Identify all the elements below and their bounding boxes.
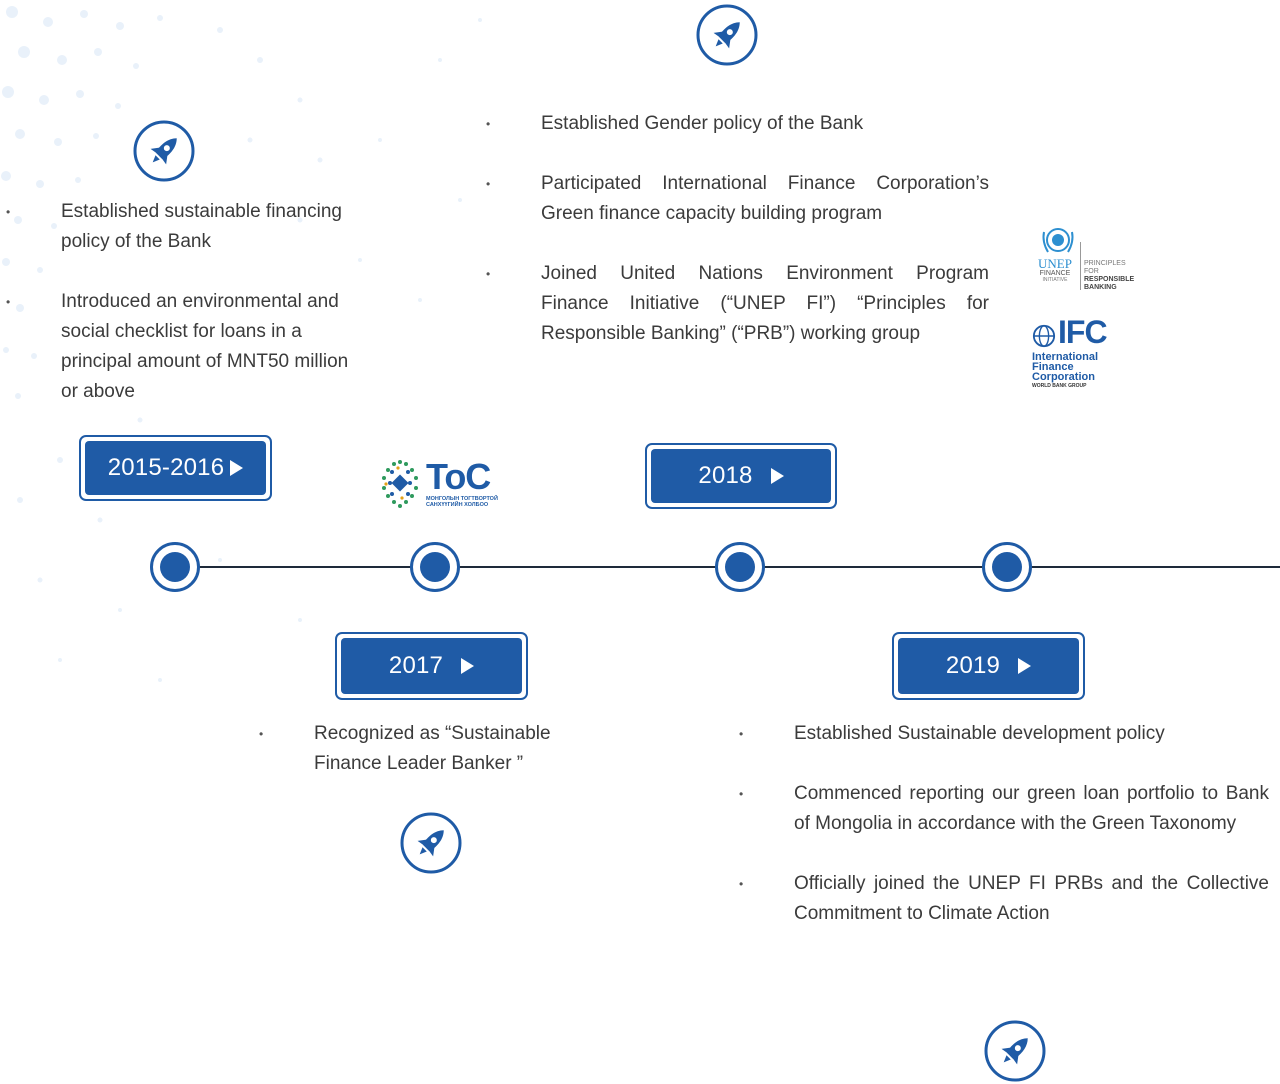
timeline-node-icon: [410, 542, 460, 592]
milestones-2015-2016: Established sustainable financing policy…: [6, 197, 351, 407]
toc-subtitle: МОНГОЛЫН ТОГТВОРТОЙ САНХҮҮГИЙН ХОЛБОО: [426, 496, 498, 508]
prb-line: BANKING: [1084, 284, 1117, 291]
list-item: Joined United Nations Environment Progra…: [486, 259, 989, 349]
timeline-node-icon: [715, 542, 765, 592]
milestones-2017: Recognized as “Sustainable Finance Leade…: [259, 719, 579, 779]
play-triangle-icon: [1018, 658, 1032, 674]
year-label-2019: 2019: [892, 632, 1085, 700]
prb-line: RESPONSIBLE: [1084, 276, 1135, 283]
list-item: Recognized as “Sustainable Finance Leade…: [259, 719, 579, 779]
year-text: 2018: [698, 462, 753, 489]
rocket-icon: [984, 1020, 1046, 1082]
logo-divider: [1080, 242, 1081, 290]
list-item: Established sustainable financing policy…: [6, 197, 351, 257]
toc-emblem-icon: [382, 460, 418, 508]
list-item: Established Gender policy of the Bank: [486, 109, 989, 139]
unep-text: UNEP FINANCE INITIATIVE: [1032, 256, 1078, 283]
prb-line: PRINCIPLES FOR: [1084, 260, 1126, 275]
globe-icon: [1032, 324, 1056, 348]
toc-wordmark: ToC: [426, 456, 491, 497]
list-item: Participated International Finance Corpo…: [486, 169, 989, 229]
rocket-icon: [400, 812, 462, 874]
timeline-node-icon: [982, 542, 1032, 592]
year-label-2018: 2018: [645, 443, 837, 509]
rocket-icon: [696, 4, 758, 66]
unep-fi-prb-logo: UNEP FINANCE INITIATIVE PRINCIPLES FOR R…: [1032, 222, 1134, 292]
play-triangle-icon: [770, 468, 784, 484]
play-triangle-icon: [461, 658, 475, 674]
toc-logo: ToC МОНГОЛЫН ТОГТВОРТОЙ САНХҮҮГИЙН ХОЛБО…: [376, 456, 502, 514]
ifc-logo: IFC International Finance Corporation WO…: [1030, 314, 1120, 402]
ifc-line: WORLD BANK GROUP: [1032, 383, 1087, 389]
toc-subtitle-line: САНХҮҮГИЙН ХОЛБОО: [426, 502, 489, 508]
year-text: 2019: [945, 652, 1001, 679]
ifc-wordmark: IFC: [1058, 314, 1108, 350]
list-item: Introduced an environmental and social c…: [6, 287, 351, 407]
ifc-line: Corporation: [1032, 371, 1095, 383]
list-item: Officially joined the UNEP FI PRBs and t…: [739, 869, 1269, 929]
milestones-2018: Established Gender policy of the Bank Pa…: [486, 109, 989, 349]
play-triangle-icon: [230, 460, 244, 476]
unep-line: UNEP: [1038, 256, 1072, 271]
year-text: 2017: [388, 652, 444, 679]
list-item: Commenced reporting our green loan portf…: [739, 779, 1269, 839]
toc-subtitle-line: МОНГОЛЫН ТОГТВОРТОЙ: [426, 496, 498, 502]
prb-text: PRINCIPLES FOR RESPONSIBLE BANKING: [1084, 260, 1134, 292]
rocket-icon: [133, 120, 195, 182]
ifc-text: International Finance Corporation WORLD …: [1032, 352, 1098, 390]
ifc-line: Finance: [1032, 361, 1074, 373]
year-label-2017: 2017: [335, 632, 528, 700]
year-label-2015-2016: 2015-2016: [79, 435, 272, 501]
list-item: Established Sustainable development poli…: [739, 719, 1269, 749]
year-text: 2015-2016: [107, 454, 225, 481]
milestones-2019: Established Sustainable development poli…: [739, 719, 1269, 929]
unep-line: FINANCE: [1039, 270, 1071, 277]
ifc-line: International: [1032, 351, 1099, 363]
unep-line: INITIATIVE: [1042, 277, 1068, 283]
timeline-node-icon: [150, 542, 200, 592]
un-emblem-icon: [1042, 228, 1074, 253]
